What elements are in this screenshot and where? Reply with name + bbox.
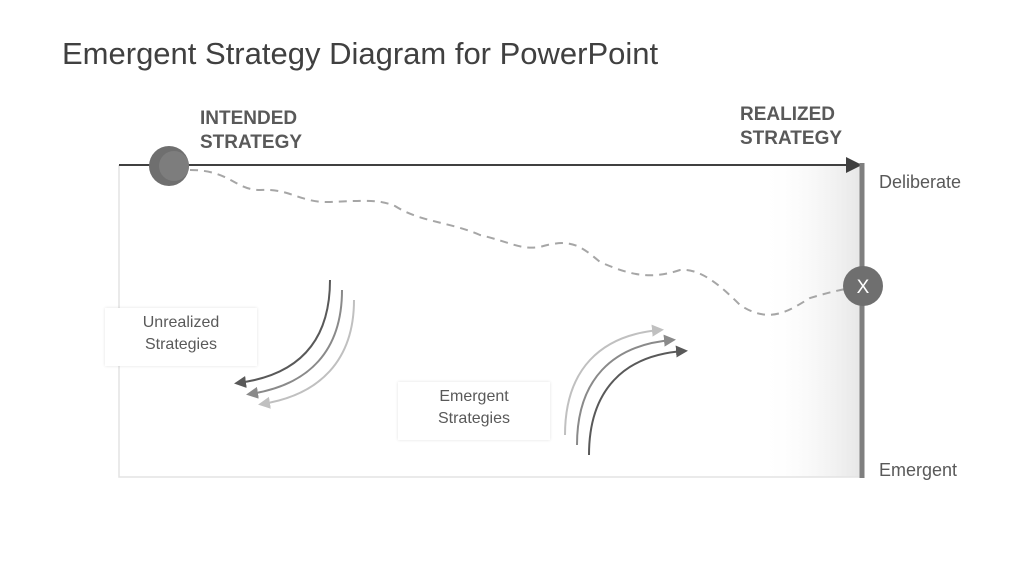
deliberate-label: Deliberate	[879, 172, 962, 192]
emergent-line1: Emergent	[439, 388, 509, 405]
realized-line2: STRATEGY	[740, 128, 843, 149]
emergent-arrow	[564, 324, 664, 436]
realized-gradient	[760, 165, 862, 477]
emergent-arrow	[588, 345, 688, 456]
slide-title: Emergent Strategy Diagram for PowerPoint	[62, 36, 659, 71]
emergent-arrow	[576, 334, 676, 446]
realized-line1: REALIZED	[740, 104, 835, 125]
unrealized-arrow	[258, 299, 355, 409]
unrealized-arrow	[234, 279, 331, 388]
unrealized-line2: Strategies	[144, 336, 218, 353]
realized-strategy-label: REALIZED STRATEGY	[740, 103, 842, 151]
emergent-line2: Strategies	[437, 410, 511, 427]
emergent-axis-label: Emergent	[879, 460, 958, 480]
frame	[118, 165, 862, 478]
intended-line2: STRATEGY	[200, 132, 303, 153]
marker-label: X	[857, 277, 870, 298]
realized-marker	[843, 266, 883, 306]
strategy-path	[189, 169, 851, 316]
unrealized-arrow	[246, 289, 343, 399]
emergent-strategies-box: Emergent Strategies	[398, 382, 550, 440]
unrealized-line1: Unrealized	[142, 314, 220, 331]
intended-line1: INTENDED	[200, 108, 298, 129]
intended-strategy-label: INTENDED STRATEGY	[200, 107, 302, 155]
unrealized-strategies-box: Unrealized Strategies	[105, 308, 257, 366]
